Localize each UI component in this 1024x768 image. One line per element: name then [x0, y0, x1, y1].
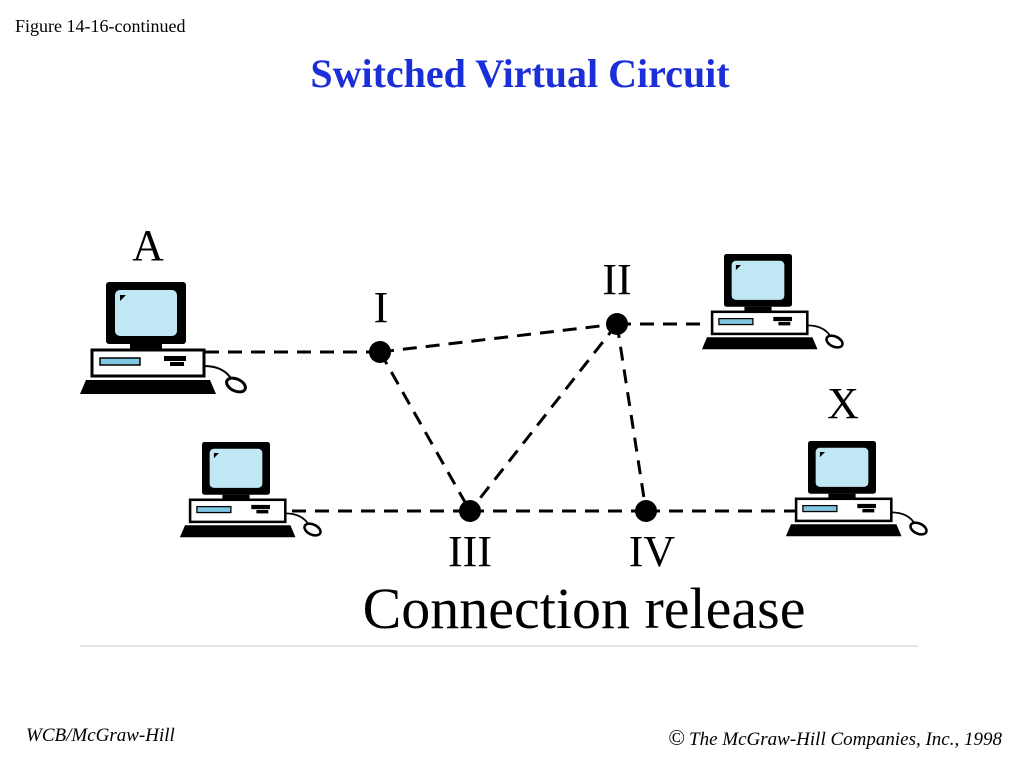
- link-i-ii: [379, 322, 618, 354]
- slide-title: Switched Virtual Circuit: [310, 51, 730, 96]
- switch-node-iv: [635, 500, 657, 522]
- computer-top-right-icon: [700, 252, 846, 352]
- computer-a-icon: [78, 280, 250, 397]
- switch-node-iii: [459, 500, 481, 522]
- footer-publisher: WCB/McGraw-Hill: [26, 725, 175, 746]
- computer-left-icon: [178, 440, 324, 540]
- link-i-iii: [378, 351, 472, 512]
- station-label-a: A: [132, 221, 164, 270]
- switch-label-iii: III: [448, 527, 492, 576]
- link-ii-iii: [468, 323, 619, 512]
- footer-copyright: ©The McGraw-Hill Companies, Inc., 1998: [668, 725, 1002, 751]
- switch-node-ii: [606, 313, 628, 335]
- switch-node-i: [369, 341, 391, 363]
- switch-label-ii: II: [602, 255, 631, 304]
- copyright-symbol: ©: [668, 725, 686, 750]
- computer-x-icon: [784, 439, 930, 539]
- switch-label-iv: IV: [629, 527, 676, 576]
- figure-label: Figure 14-16-continued: [15, 16, 186, 36]
- copyright-text: The McGraw-Hill Companies, Inc., 1998: [689, 729, 1002, 750]
- diagram-caption: Connection release: [363, 576, 806, 641]
- links: [205, 322, 795, 513]
- station-label-x: X: [827, 379, 859, 428]
- link-ii-iv: [615, 323, 648, 512]
- switch-label-i: I: [374, 283, 389, 332]
